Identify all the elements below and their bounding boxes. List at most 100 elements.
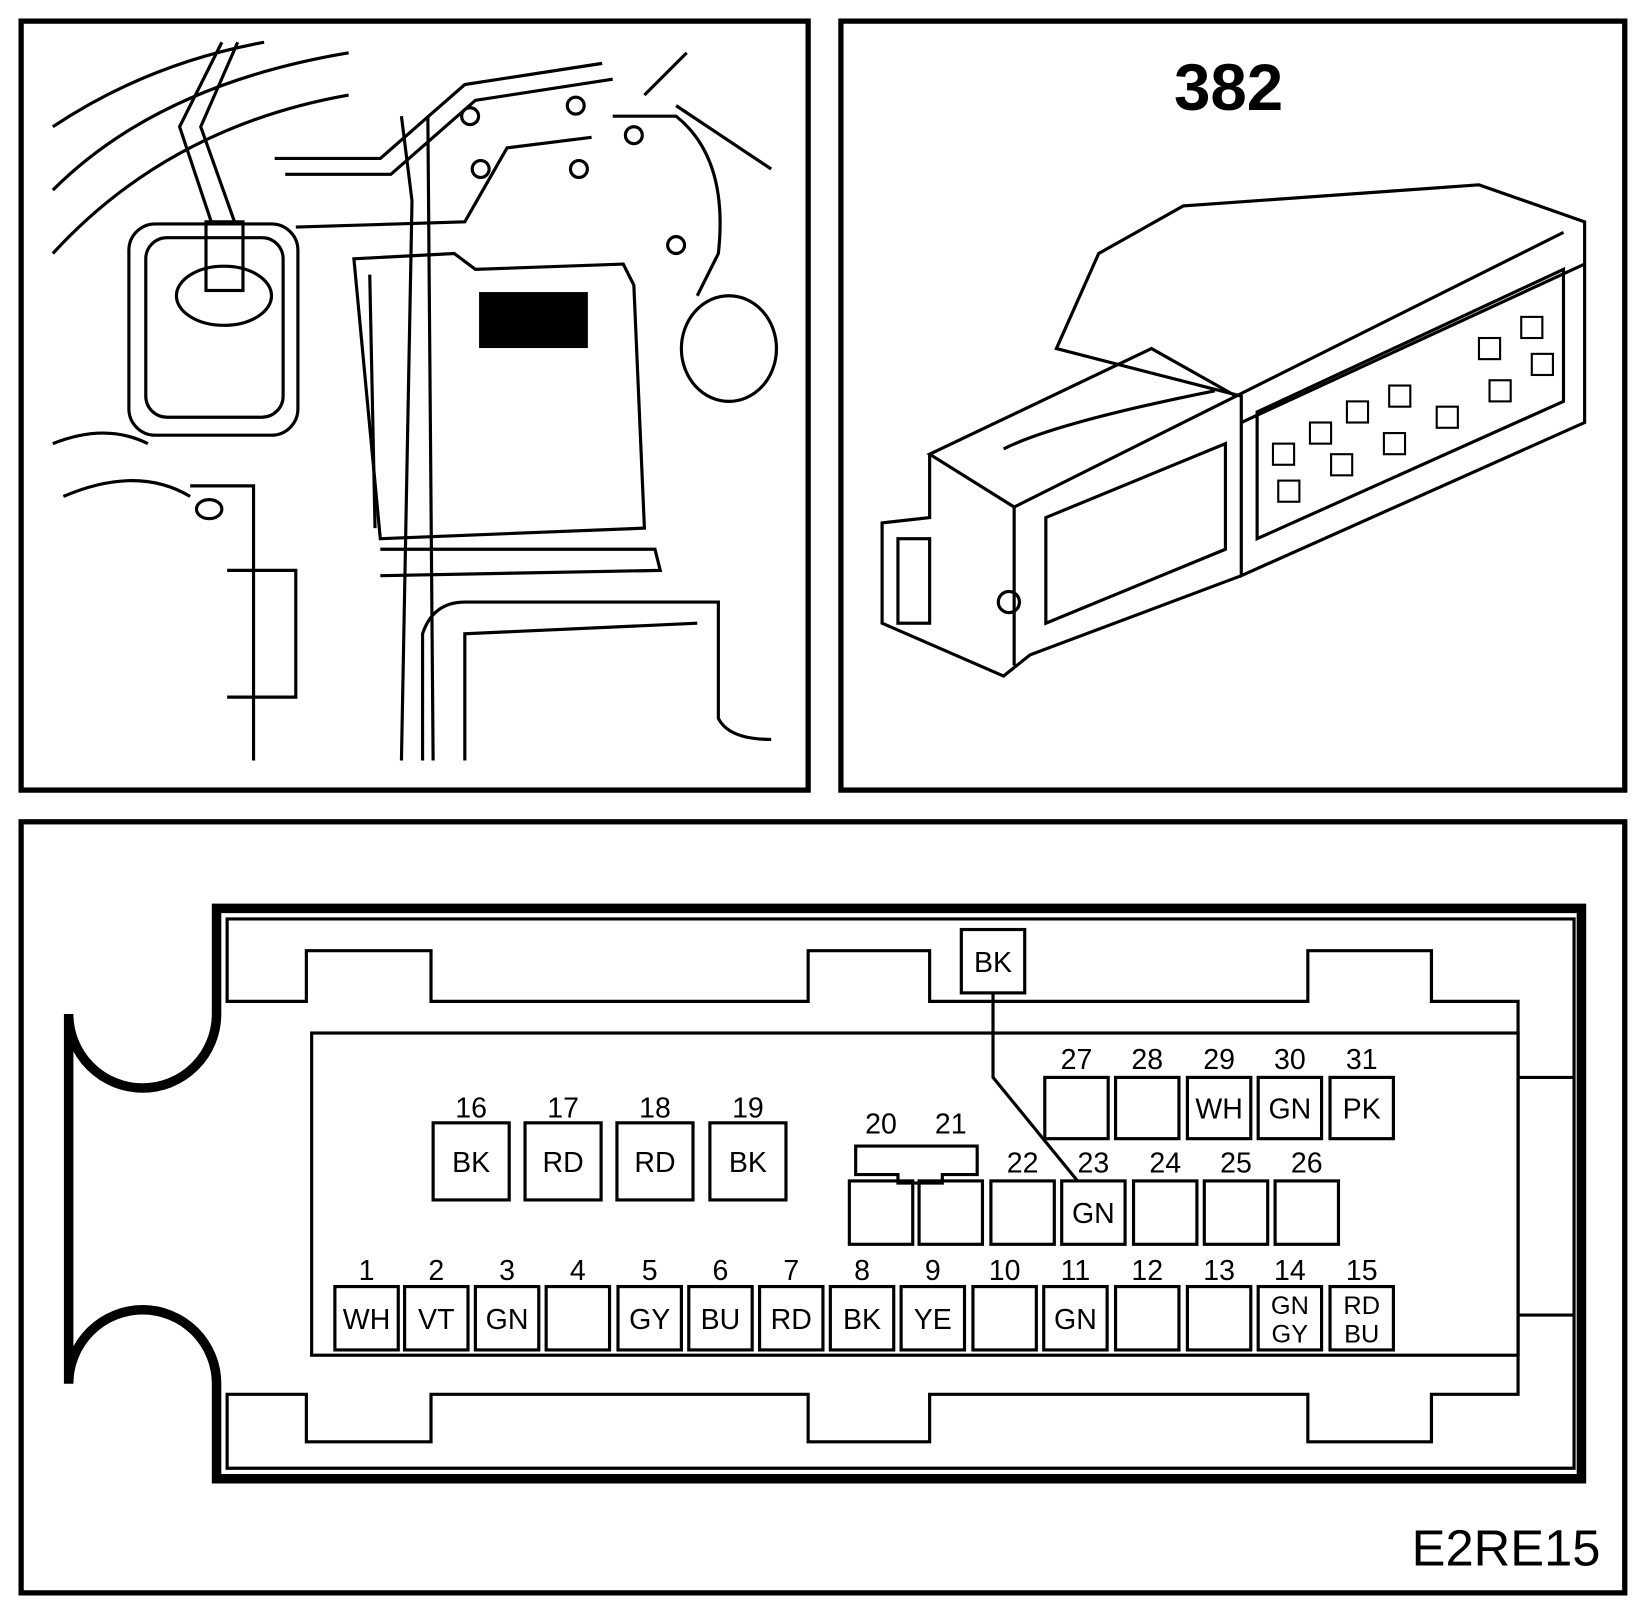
pin-20: 20 xyxy=(847,1108,915,1246)
pin-cavity xyxy=(1185,1075,1253,1141)
pin-cavity xyxy=(473,1284,541,1352)
pin-number: 23 xyxy=(1078,1147,1110,1179)
pin-number: 3 xyxy=(499,1255,515,1287)
pin-wire-color: BU xyxy=(701,1304,741,1336)
pin-4: 4 xyxy=(544,1255,612,1352)
connector-inner-outline xyxy=(225,917,1576,1470)
pin-number: 9 xyxy=(925,1255,941,1287)
pin-cavity xyxy=(1328,1075,1395,1141)
pin-1: 1WH xyxy=(333,1255,400,1352)
pin-wire-color: VT xyxy=(418,1304,454,1336)
pin-number: 7 xyxy=(783,1255,799,1287)
pin-cavity xyxy=(1256,1284,1324,1352)
pin-number: 10 xyxy=(989,1255,1021,1287)
pin-cavity xyxy=(615,1121,695,1202)
pin-number: 30 xyxy=(1274,1044,1306,1076)
pin-number: 26 xyxy=(1291,1147,1323,1179)
pin-cavity xyxy=(1042,1284,1109,1352)
pin-cavity xyxy=(757,1284,825,1352)
pin-cavity xyxy=(431,1121,511,1202)
pin-wire-color: GN xyxy=(486,1304,529,1336)
pin-number: 1 xyxy=(359,1255,375,1287)
pin-10: 10 xyxy=(971,1255,1038,1352)
pin-number: 28 xyxy=(1131,1044,1163,1076)
pin-wire-color: BK xyxy=(452,1147,490,1179)
pin-wire-color: BK xyxy=(729,1147,767,1179)
pin-cavity xyxy=(828,1284,896,1352)
pin-cavity xyxy=(523,1121,603,1202)
pin-wire-color: GN xyxy=(1072,1198,1115,1230)
pin-7: 7RD xyxy=(757,1255,825,1352)
pin-cavity xyxy=(403,1284,470,1352)
pin-number: 20 xyxy=(865,1108,897,1140)
pin-number: 22 xyxy=(1007,1147,1039,1179)
pin-26: 26 xyxy=(1273,1147,1341,1246)
pin-cavity xyxy=(1043,1075,1110,1141)
pin-8: 8BK xyxy=(828,1255,896,1352)
pin-cavity xyxy=(616,1284,683,1352)
pin-number: 14 xyxy=(1274,1255,1306,1287)
pin-12: 12 xyxy=(1113,1255,1181,1352)
location-illustration-panel xyxy=(18,18,811,793)
pin-number: 11 xyxy=(1061,1255,1091,1287)
pin-cavity xyxy=(971,1284,1038,1352)
pin-9: 9YE xyxy=(899,1255,967,1352)
pin-22: 22 xyxy=(989,1147,1056,1246)
pin-number: 13 xyxy=(1203,1255,1235,1287)
pin-cavity xyxy=(917,1179,985,1246)
pin-27: 27 xyxy=(1043,1044,1110,1141)
pin-number: 24 xyxy=(1149,1147,1181,1179)
pin-cavity xyxy=(989,1179,1056,1246)
pin-6: 6BU xyxy=(687,1255,754,1352)
connector-illustration-panel: 382 xyxy=(838,18,1628,793)
pin-wire-color: RD xyxy=(634,1147,675,1179)
pin-cavity xyxy=(1113,1075,1181,1141)
ground-wire-label-box: BK xyxy=(959,927,1027,995)
pin-wire-color: GY xyxy=(629,1304,670,1336)
pin-2: 2VT xyxy=(403,1255,470,1352)
pin-wire-color: PK xyxy=(1343,1094,1381,1126)
pin-number: 17 xyxy=(547,1093,579,1125)
pin-cavity xyxy=(847,1179,915,1246)
pin-number: 2 xyxy=(428,1255,444,1287)
pin-wire-color: GN xyxy=(1054,1304,1097,1336)
connector-housing-outline xyxy=(63,903,1587,1484)
pin-number: 6 xyxy=(713,1255,729,1287)
pin-number: 18 xyxy=(639,1093,671,1125)
pin-cavity xyxy=(1256,1075,1324,1141)
pin-number: 19 xyxy=(732,1093,764,1125)
pin-cavity xyxy=(333,1284,400,1352)
pin-cavity xyxy=(1113,1284,1181,1352)
pin-number: 12 xyxy=(1131,1255,1163,1287)
pin-cavity xyxy=(1273,1179,1341,1246)
ground-wire-line xyxy=(991,992,1079,1182)
pin-number: 29 xyxy=(1203,1044,1235,1076)
pin-number: 27 xyxy=(1061,1044,1093,1076)
pin-number: 31 xyxy=(1346,1044,1378,1076)
pin-number: 4 xyxy=(570,1255,586,1287)
pin-cavity xyxy=(1185,1284,1253,1352)
connector-drawing xyxy=(880,183,1587,678)
pin-wire-color: WH xyxy=(343,1304,391,1336)
pin-cavity xyxy=(899,1284,967,1352)
pin-cavity xyxy=(1131,1179,1199,1246)
pin-number: 8 xyxy=(854,1255,870,1287)
pin-wire-color: WH xyxy=(1195,1094,1243,1126)
pin-3: 3GN xyxy=(473,1255,541,1352)
pin-number: 5 xyxy=(642,1255,658,1287)
pin-wire-color: RD xyxy=(542,1147,583,1179)
